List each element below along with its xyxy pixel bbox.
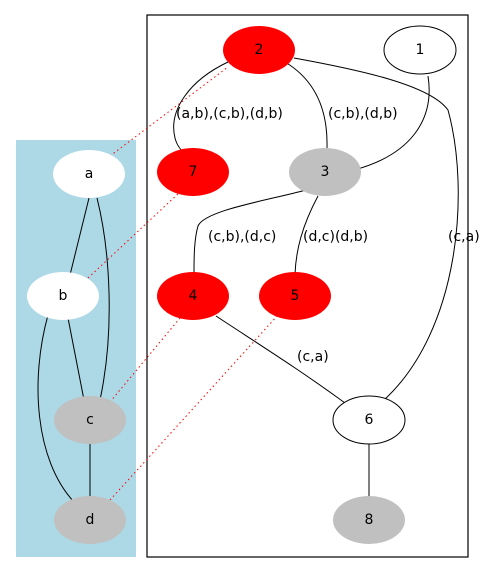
edge-label-3-4: (c,b),(d,c)	[208, 229, 276, 245]
link-d-5	[109, 314, 279, 501]
node-1-label: 1	[416, 42, 425, 58]
edge-a-c	[96, 197, 110, 401]
edge-label-2-3: (c,b),(d,b)	[328, 106, 398, 122]
right-nodes: 1 2 3 4 5 6 7	[157, 25, 457, 544]
edge-a-b	[69, 197, 90, 276]
node-4-label: 4	[189, 288, 198, 304]
edge-4-6	[215, 315, 346, 404]
node-7-label: 7	[189, 164, 198, 180]
node-a[interactable]: a	[53, 150, 125, 198]
node-5[interactable]: 5	[259, 272, 331, 320]
node-5-label: 5	[291, 288, 300, 304]
edge-b-d	[37, 314, 75, 503]
edge-1-3	[353, 75, 430, 171]
node-8[interactable]: 8	[333, 496, 405, 544]
edge-3-4	[193, 189, 307, 275]
node-c[interactable]: c	[54, 396, 126, 444]
edge-labels: (a,b),(c,b),(d,b) (c,b),(d,b) (c,b),(d,c…	[176, 106, 480, 365]
edge-3-5	[294, 195, 319, 275]
node-b[interactable]: b	[27, 272, 99, 320]
edge-2-3	[284, 61, 328, 149]
link-c-4	[109, 317, 181, 403]
node-6[interactable]: 6	[332, 395, 406, 445]
right-edges	[173, 57, 459, 498]
node-d[interactable]: d	[54, 496, 126, 544]
node-2[interactable]: 2	[223, 26, 295, 74]
edge-label-2-7: (a,b),(c,b),(d,b)	[176, 106, 283, 122]
left-nodes: a b c d	[27, 150, 126, 544]
node-2-label: 2	[255, 42, 264, 58]
node-4[interactable]: 4	[157, 272, 229, 320]
left-edges	[37, 197, 110, 503]
edge-label-3-5: (d,c)(d,b)	[303, 229, 368, 245]
link-b-7	[87, 191, 181, 279]
node-1[interactable]: 1	[383, 25, 457, 75]
node-c-label: c	[86, 412, 94, 428]
edge-label-4-6: (c,a)	[297, 349, 329, 365]
edge-label-2-6: (c,a)	[448, 229, 480, 245]
right-frame	[146, 14, 469, 558]
node-3[interactable]: 3	[289, 148, 361, 196]
node-6-label: 6	[365, 412, 374, 428]
node-7[interactable]: 7	[157, 148, 229, 196]
node-3-label: 3	[321, 164, 330, 180]
cross-links	[87, 66, 279, 501]
node-d-label: d	[86, 512, 95, 528]
node-a-label: a	[85, 166, 94, 182]
edge-2-6	[293, 57, 459, 401]
left-panel-background	[16, 140, 136, 557]
node-8-label: 8	[365, 512, 374, 528]
node-b-label: b	[59, 288, 68, 304]
edge-b-c	[67, 317, 85, 401]
